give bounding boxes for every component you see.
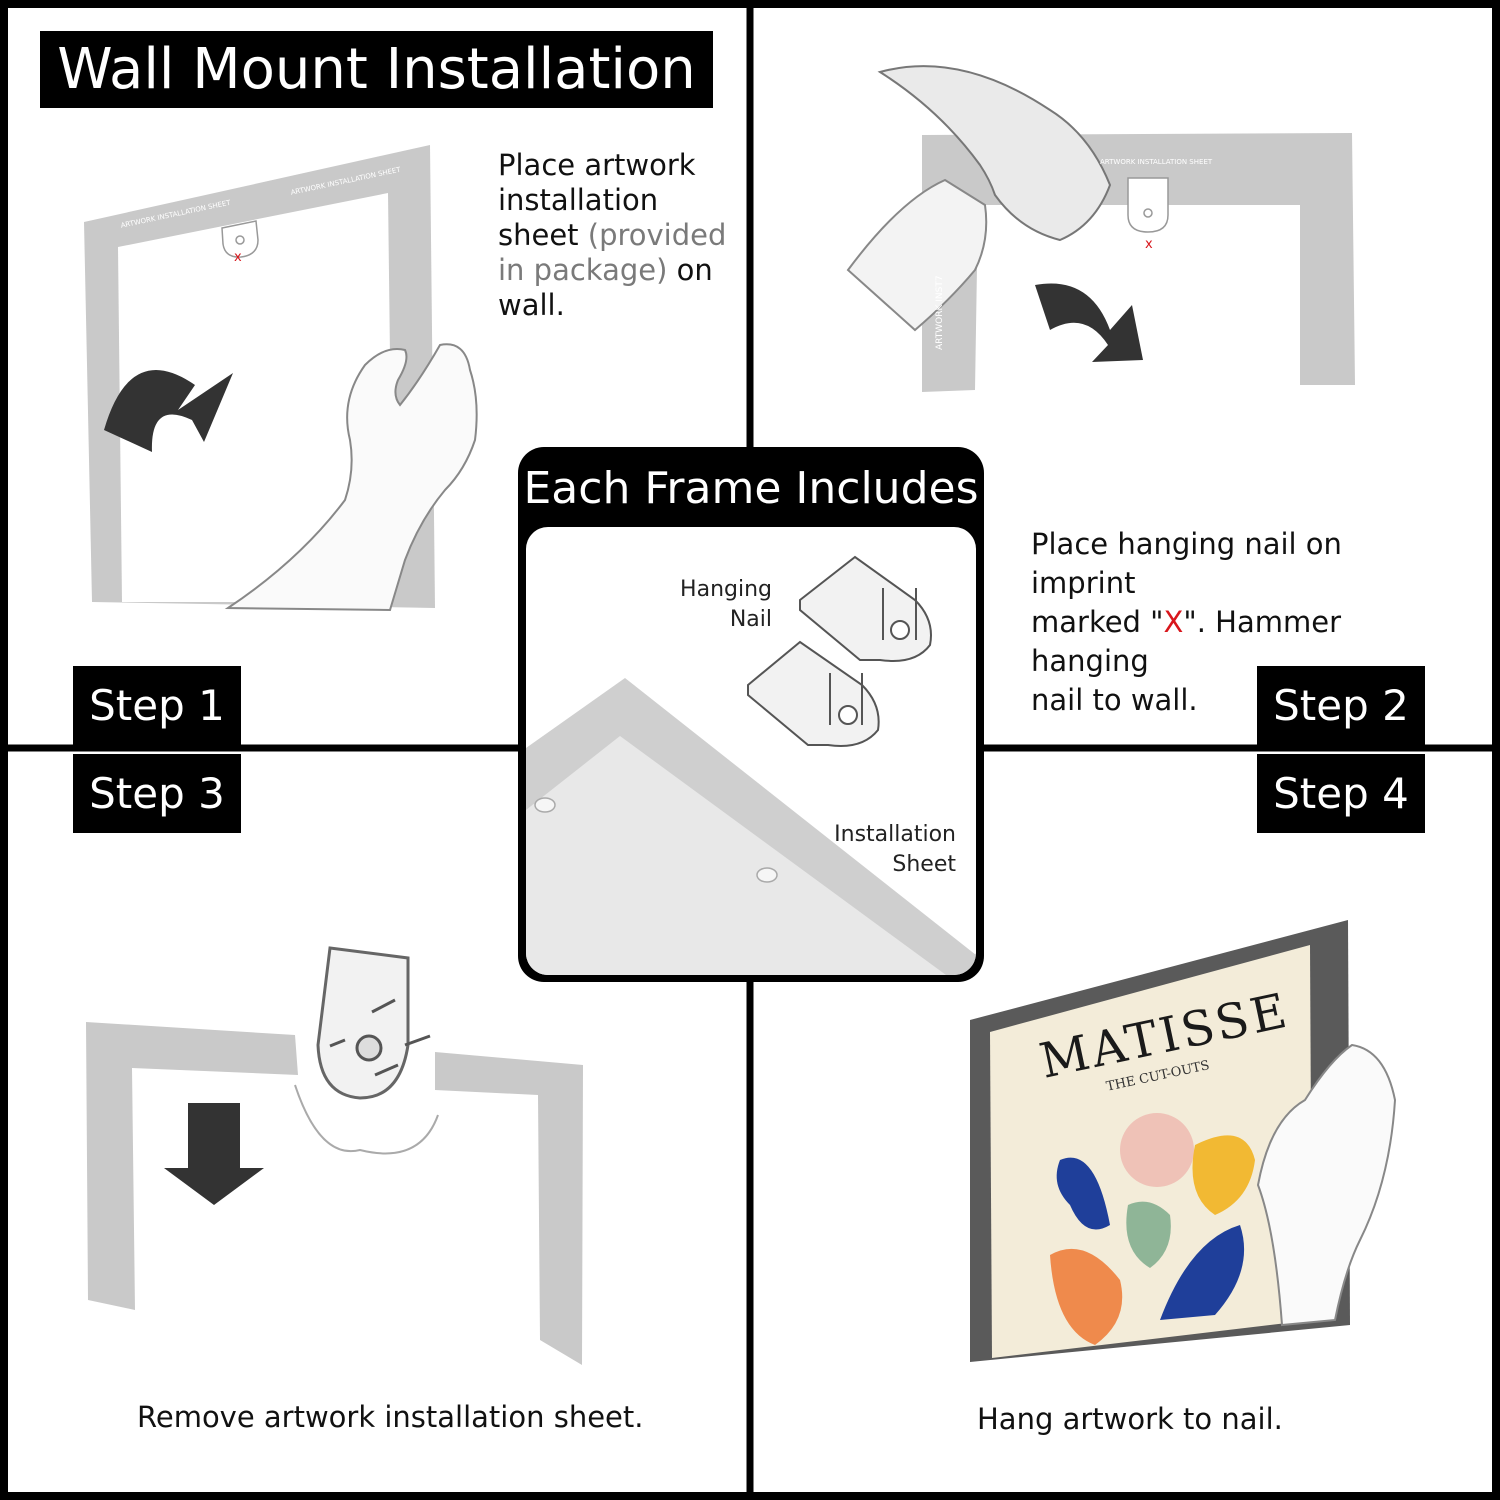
installation-sheet-window (118, 193, 393, 602)
step1-line1: Place artwork (498, 148, 696, 182)
includes-inner (526, 527, 976, 975)
step2-instruction: Place hanging nail on imprint marked "X"… (1031, 525, 1451, 720)
step4-illustration (970, 920, 1397, 1362)
leaf-blue-right (1160, 1225, 1245, 1320)
step2-line2b: ". Hammer hanging (1031, 605, 1342, 678)
hanging-nail-icon (316, 946, 410, 1100)
page-title: Wall Mount Installation (40, 31, 713, 108)
step1-line4: in package) on (498, 253, 728, 288)
hammer-icon (877, 65, 1112, 242)
includes-art (526, 555, 976, 975)
nail-imprint-icon (1127, 177, 1169, 233)
step1-label: Step 1 (73, 666, 241, 745)
down-arrow-icon (164, 1103, 264, 1205)
step2-line1: Place hanging nail on imprint (1031, 527, 1342, 600)
hammer-handle (846, 178, 988, 332)
installation-sheet-label: Installation Sheet (820, 820, 956, 880)
hanging-nail-label: Hanging Nail (660, 575, 772, 635)
step1-instruction: Place artwork installation sheet (provid… (498, 148, 728, 323)
step4-label: Step 4 (1257, 754, 1425, 833)
curved-arrow-icon (1035, 283, 1143, 362)
leaf-green (1126, 1201, 1171, 1268)
x-mark: x (234, 250, 242, 265)
hanging-nail-label-line1: Hanging (680, 577, 772, 602)
step2-line2: marked "X". Hammer hanging (1031, 603, 1451, 681)
includes-panel: Each Frame Includes (518, 447, 984, 982)
step1-line4a: in package) (498, 253, 668, 287)
leaf-orange (1050, 1248, 1123, 1345)
step1-line2: installation (498, 183, 659, 217)
step1-line3a: sheet (498, 218, 579, 252)
includes-title: Each Frame Includes (523, 463, 979, 514)
sheet-side-label: ARTWORK INST7 (935, 275, 945, 350)
step1-line3: sheet (provided (498, 218, 728, 253)
step2-line3: nail to wall. (1031, 683, 1198, 717)
step1-line4b: on (676, 253, 713, 287)
leaf-blue-left (1056, 1157, 1110, 1230)
hanging-nail-label-line2: Nail (729, 607, 772, 632)
step3-label: Step 3 (73, 754, 241, 833)
step1-line3b: (provided (587, 218, 727, 252)
nail-imprint-icon (221, 220, 259, 258)
step2-label: Step 2 (1257, 666, 1425, 745)
sun-shape (1120, 1113, 1194, 1187)
leaf-yellow (1192, 1135, 1255, 1215)
step2-x-mark: X (1163, 605, 1184, 639)
step1-illustration (84, 145, 478, 612)
step3-caption: Remove artwork installation sheet. (137, 1400, 644, 1434)
curved-arrow-icon (104, 370, 233, 452)
step1-line5: wall. (498, 288, 565, 322)
step3-illustration (86, 946, 583, 1365)
installation-sheet-label-line1: Installation (834, 822, 956, 847)
installation-sheet-removed (86, 1022, 298, 1310)
step2-illustration (846, 65, 1355, 392)
sheet-header-label: ARTWORK INSTALLATION SHEET (1100, 158, 1213, 166)
installation-sheet-removed-right (435, 1052, 583, 1365)
step4-caption: Hang artwork to nail. (977, 1402, 1283, 1436)
step2-line2a: marked " (1031, 605, 1164, 639)
hand-icon (1256, 1043, 1397, 1327)
hand-icon (224, 343, 478, 612)
installation-sheet-label-line2: Sheet (892, 852, 956, 877)
x-mark: x (1145, 237, 1153, 252)
